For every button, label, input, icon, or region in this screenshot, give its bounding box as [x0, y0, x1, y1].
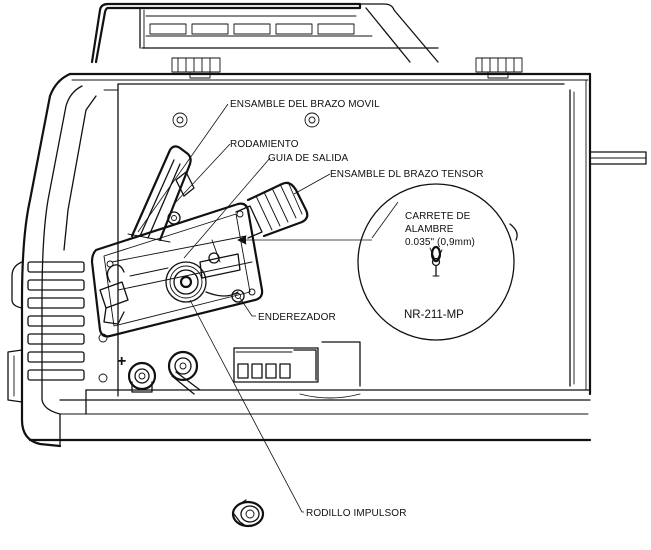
label-spool-size: 0.035" (0,9mm): [405, 237, 475, 248]
label-tension-arm: ENSAMBLE DL BRAZO TENSOR: [330, 169, 484, 180]
switch-block: [233, 341, 361, 387]
leader-lines: [137, 103, 399, 513]
label-spool-line2: ALAMBRE: [405, 224, 454, 235]
label-spool-line1: CARRETE DE: [405, 211, 471, 222]
label-drive-roll: RODILLO IMPULSOR: [306, 508, 407, 519]
label-movable-arm: ENSAMBLE DEL BRAZO MOVIL: [230, 99, 380, 110]
positive-terminal-sign: +: [117, 353, 126, 370]
label-straightener: ENDEREZADOR: [258, 312, 336, 323]
wire-drive-assembly: [90, 145, 309, 338]
output-terminals: [127, 350, 201, 395]
top-latch-left: [171, 57, 221, 79]
machine-housing: [7, 72, 647, 448]
label-bearing: RODAMIENTO: [230, 139, 299, 150]
carry-handle: [90, 2, 439, 64]
top-latch-right: [475, 57, 523, 79]
label-model: NR-211-MP: [404, 309, 464, 321]
label-outlet-guide: GUIA DE SALIDA: [268, 153, 349, 164]
drive-roll-part: [231, 499, 265, 528]
wire-spool: [357, 183, 518, 341]
tension-knob: [235, 181, 309, 239]
vent-slots: [27, 261, 85, 381]
